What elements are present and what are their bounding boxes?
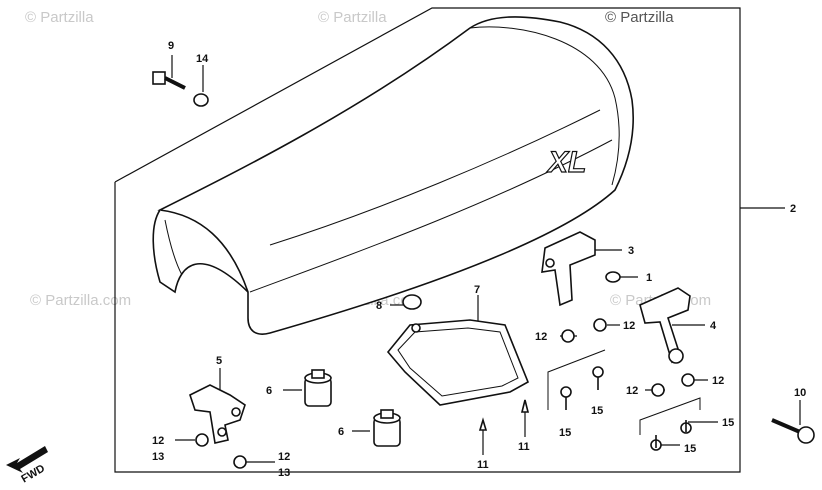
bolt-10 xyxy=(771,418,815,444)
screw-15 xyxy=(680,420,692,434)
forward-arrow: FWD xyxy=(6,446,48,485)
nut-12 xyxy=(195,433,209,447)
callout-10: 10 xyxy=(794,387,806,399)
callout-7: 7 xyxy=(474,284,480,296)
callout-13: 13 xyxy=(278,467,290,479)
seat-logo: XL xyxy=(546,146,586,179)
callout-8: 8 xyxy=(376,300,382,312)
callout-4: 4 xyxy=(710,320,717,332)
callout-6: 6 xyxy=(338,426,344,438)
callout-11: 11 xyxy=(477,459,489,471)
callout-12: 12 xyxy=(535,331,547,343)
screw-15 xyxy=(650,435,662,451)
clip-1 xyxy=(605,271,621,283)
nut-12 xyxy=(651,383,665,397)
assembly-frame xyxy=(114,7,741,473)
callout-12: 12 xyxy=(623,320,635,332)
nut-12 xyxy=(681,373,695,387)
rivet-11 xyxy=(520,399,530,413)
callout-3: 3 xyxy=(628,245,634,257)
nut-12 xyxy=(593,318,607,332)
seat: XL xyxy=(152,16,635,335)
seat-bracket-4 xyxy=(639,287,691,364)
callout-12: 12 xyxy=(626,385,638,397)
watermark: © Partzilla xyxy=(605,9,674,26)
seat-bracket-5 xyxy=(189,384,246,444)
cushion-6-lower xyxy=(373,409,401,447)
callout-14: 14 xyxy=(196,53,209,65)
callout-6: 6 xyxy=(266,385,272,397)
nut-12 xyxy=(561,329,575,343)
callout-1: 1 xyxy=(646,272,652,284)
bolt-9 xyxy=(152,71,186,90)
grommet-8 xyxy=(402,294,422,310)
washer-14 xyxy=(193,93,209,107)
callout-12: 12 xyxy=(712,375,724,387)
callout-15: 15 xyxy=(722,417,734,429)
callout-12: 12 xyxy=(152,435,164,447)
callout-15: 15 xyxy=(559,427,571,439)
callout-15: 15 xyxy=(591,405,603,417)
callout-13: 13 xyxy=(152,451,164,463)
callout-15: 15 xyxy=(684,443,696,455)
watermark: © Partzilla xyxy=(25,9,94,26)
callout-2: 2 xyxy=(790,203,796,215)
screw-15 xyxy=(592,366,604,390)
nut-12 xyxy=(233,455,247,469)
callout-11: 11 xyxy=(518,441,530,453)
seat-tray-7 xyxy=(386,319,530,406)
watermark: © Partzilla.com xyxy=(30,292,131,309)
rivet-11 xyxy=(478,417,488,431)
callouts: 1 2 3 4 5 6 6 7 8 9 10 11 11 12 12 12 12… xyxy=(152,40,806,479)
watermark: © Partzilla xyxy=(318,9,387,26)
cushion-6-upper xyxy=(304,369,332,407)
callout-9: 9 xyxy=(168,40,174,52)
screw-15 xyxy=(560,386,572,410)
callout-12: 12 xyxy=(278,451,290,463)
seat-bracket-3 xyxy=(541,231,596,307)
callout-5: 5 xyxy=(216,355,222,367)
